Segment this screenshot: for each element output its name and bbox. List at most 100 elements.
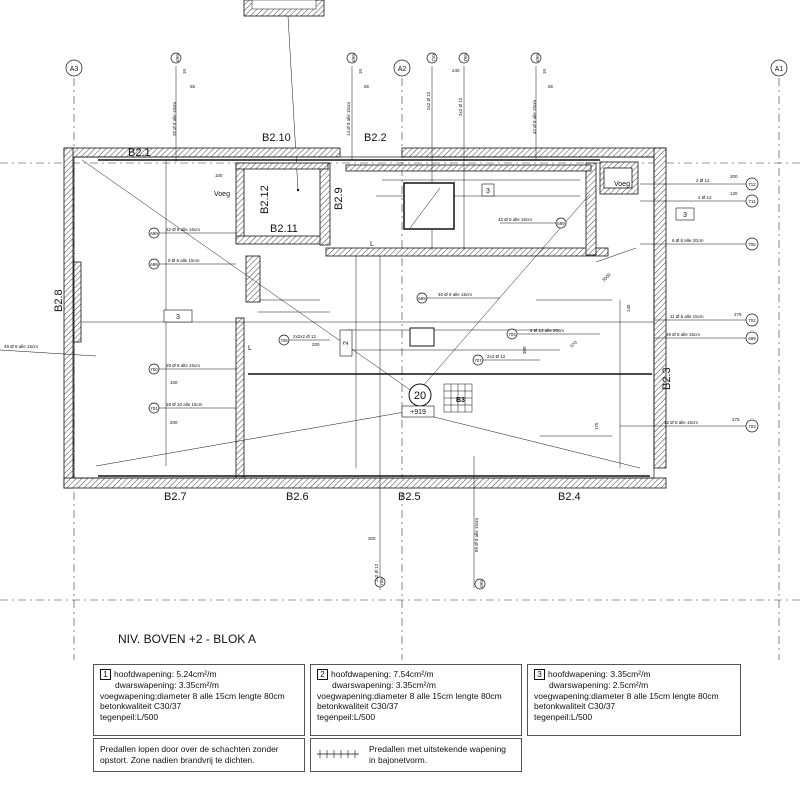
rebar-r4: 2x2 Ø 12 bbox=[458, 97, 463, 116]
rebar-r21: 12 Ø 8 alle 15cm bbox=[664, 420, 698, 425]
rebar-r6: 2 Ø 12 bbox=[696, 178, 710, 183]
dim-300-b: 300 bbox=[522, 346, 527, 354]
marker-699-e: 699 bbox=[150, 231, 158, 236]
dim-120: 120 bbox=[730, 191, 738, 196]
dim-55-a: 55 bbox=[190, 84, 196, 89]
slab-type-3a: 3 bbox=[486, 188, 490, 195]
l-mark-2: L bbox=[248, 345, 252, 352]
legend-num-3: 3 bbox=[534, 669, 545, 680]
openings bbox=[403, 167, 633, 413]
dimension-labels: 100 10 55 10 55 10 55 240 200 120 275 27… bbox=[170, 68, 742, 541]
dim-200-b: 200 bbox=[170, 420, 178, 425]
slab-type-2: 2 bbox=[343, 341, 350, 345]
marker-700: 700 bbox=[150, 367, 158, 372]
rebar-r10: 9 Ø 8 alle 15cm bbox=[168, 258, 200, 263]
note-1-line-2: opstort. Zone nadien brandvrij te dichte… bbox=[100, 754, 255, 765]
dim-3000: 3000 bbox=[601, 272, 612, 283]
beam-label-b212: B2.12 bbox=[259, 185, 271, 214]
top-shaft bbox=[243, 0, 325, 192]
block-b3-label: B3 bbox=[456, 397, 465, 404]
beam-label-b22: B2.2 bbox=[364, 132, 387, 144]
dim-240: 240 bbox=[452, 68, 460, 73]
level-value: +919 bbox=[410, 409, 426, 416]
beam-label-b28: B2.8 bbox=[53, 289, 65, 312]
legend-1-line-2: dwarswapening: 3.35cm²/m bbox=[115, 680, 219, 690]
marker-711: 711 bbox=[748, 199, 756, 204]
dim-300-a: 300 bbox=[368, 536, 376, 541]
marker-708: 708 bbox=[379, 578, 384, 586]
rebar-r19: 28 Ø 8 alle 15cm bbox=[166, 363, 200, 368]
slab-type-3c: 3 bbox=[176, 314, 180, 321]
beam-label-b29: B2.9 bbox=[333, 187, 345, 210]
marker-699-h: 699 bbox=[418, 296, 426, 301]
rebar-r17: 2x2x2 Ø 12 bbox=[293, 334, 317, 339]
rebar-r13: 11 Ø 8 alle 15cm bbox=[670, 314, 704, 319]
rebar-r2: 14 Ø 8 alle 15cm bbox=[346, 102, 351, 136]
dim-275-a: 275 bbox=[734, 312, 742, 317]
legend-2-line-2: dwarswapening: 3.35cm²/m bbox=[332, 680, 436, 690]
rebar-r1: 25 Ø 8 alle 15cm bbox=[172, 102, 177, 136]
marker-699-a: 699 bbox=[175, 54, 180, 62]
marker-710: 710 bbox=[431, 54, 436, 62]
legend-2-line-5: tegenpeil:L/500 bbox=[317, 711, 376, 722]
slab-type-3b: 3 bbox=[683, 212, 687, 219]
beam-label-b211: B2.11 bbox=[270, 223, 298, 235]
marker-699-c: 699 bbox=[535, 54, 540, 62]
beam-label-b21: B2.1 bbox=[128, 147, 151, 159]
rebar-r20: 28 Ø 10 alle 15cm bbox=[166, 402, 203, 407]
rebar-r15: 49 Ø 8 alle 15cm bbox=[4, 344, 38, 349]
rebar-r14: 49 Ø 8 alle 15cm bbox=[666, 332, 700, 337]
outer-walls bbox=[63, 147, 667, 489]
beam-label-b25: B2.5 bbox=[398, 491, 421, 503]
beam-lines bbox=[81, 66, 654, 590]
marker-703: 703 bbox=[748, 424, 756, 429]
bayonet-rebar-symbol bbox=[317, 750, 359, 758]
grid-axis-a3: A3 bbox=[65, 59, 83, 77]
legend-3-line-5: tegenpeil:L/500 bbox=[534, 711, 593, 722]
voeg-label-1: Voeg bbox=[214, 191, 230, 198]
rebar-r9: 22 Ø 8 alle 15cm bbox=[166, 227, 200, 232]
legend-2-line-1: hoofdwapening: 7.54cm²/m bbox=[331, 669, 434, 679]
marker-706: 706 bbox=[280, 338, 288, 343]
legend-3-line-3: voegwapening:diameter 8 alle 15cm lengte… bbox=[534, 690, 719, 701]
legend-num-2: 2 bbox=[317, 669, 328, 680]
voeg-label-2: Voeg bbox=[614, 181, 630, 188]
marker-699-i: 699 bbox=[479, 580, 484, 588]
dim-10-c: 10 bbox=[542, 68, 547, 74]
marker-704: 704 bbox=[508, 332, 516, 337]
marker-702: 702 bbox=[748, 318, 756, 323]
rebar-r5: 42 Ø 8 alle 15cm bbox=[532, 100, 537, 134]
legend-1-line-3: voegwapening:diameter 8 alle 15cm lengte… bbox=[100, 690, 285, 701]
legend-num-1: 1 bbox=[100, 669, 111, 680]
legend-3-line-2: dwarswapening: 2.5cm²/m bbox=[549, 680, 649, 690]
dim-145: 145 bbox=[626, 304, 631, 312]
beam-labels: B2.1 B2.10 B2.2 B2.12 B2.9 B2.11 B2.8 B2… bbox=[53, 132, 673, 503]
rebar-r22: 89 Ø 8 alle 15cm bbox=[474, 518, 479, 552]
note-1-line-1: Predallen lopen door over de schachten z… bbox=[100, 744, 279, 754]
grid-axis-a1: A1 bbox=[770, 59, 788, 77]
axis-label-a3: A3 bbox=[70, 66, 79, 73]
legend-1-line-5: tegenpeil:L/500 bbox=[100, 711, 159, 722]
rebar-markers: 699 699 710 709 699 712 711 705 702 699 … bbox=[148, 52, 759, 590]
page-title: NIV. BOVEN +2 - BLOK A bbox=[118, 632, 256, 646]
legend-3-line-1: hoofdwapening: 3.35cm²/m bbox=[548, 669, 651, 679]
axis-label-a1: A1 bbox=[775, 66, 784, 73]
marker-699-f: 699 bbox=[150, 262, 158, 267]
misc-labels: Voeg Voeg 3 3 3 2 20 +919 B3 L L bbox=[163, 181, 695, 418]
rebar-r16: 5 Ø 12 alle 20cm bbox=[530, 328, 564, 333]
legend-3-line-4: betonkwaliteit C30/37 bbox=[534, 701, 616, 711]
rebar-r18: 2x2 Ø 12 bbox=[487, 354, 506, 359]
legend-2-line-4: betonkwaliteit C30/37 bbox=[317, 701, 399, 711]
dim-200-c: 200 bbox=[312, 342, 320, 347]
marker-701: 701 bbox=[150, 406, 158, 411]
axis-label-a2: A2 bbox=[398, 66, 407, 73]
dim-200-a: 200 bbox=[730, 174, 738, 179]
marker-699-b: 699 bbox=[351, 54, 356, 62]
rebar-r11: 42 Ø 8 alle 15cm bbox=[498, 217, 532, 222]
dim-55-b: 55 bbox=[364, 84, 370, 89]
level-number: 20 bbox=[414, 390, 426, 402]
rebar-r23: 2x2 Ø 12 bbox=[374, 563, 379, 582]
marker-699-d: 699 bbox=[748, 336, 756, 341]
